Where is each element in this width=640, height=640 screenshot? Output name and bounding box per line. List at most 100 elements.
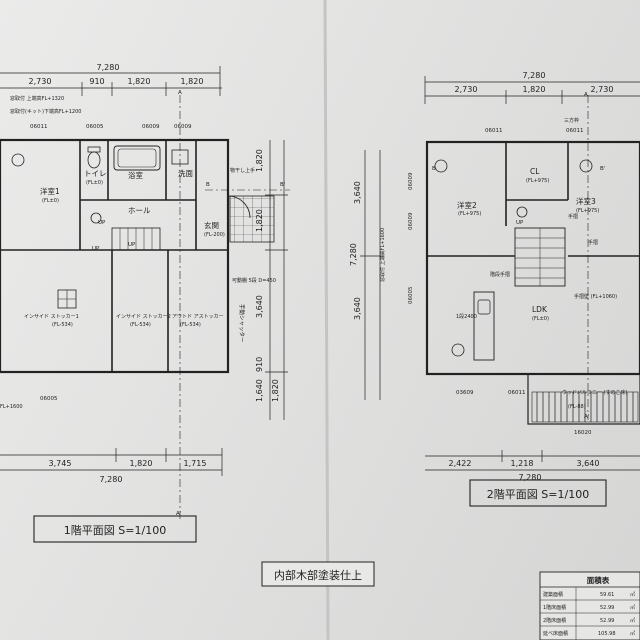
f2-room-youshitsu2: 洋室2 [457,200,477,210]
f1-fl-storage3: (FL-534) [180,322,201,328]
f1-right-dim: 910 [255,357,264,372]
f1-note: 物干し上手 [230,167,255,174]
f1-window-code: 06011 [30,124,48,130]
f2-top-dim: 1,820 [523,85,546,94]
f1-right-dim: 3,640 [255,295,264,318]
f2-fl-closet: (FL+975) [526,178,549,184]
f1-up: UP [128,242,136,248]
f2-title-box [469,479,607,507]
f2-room-youshitsu3: 洋室3 [576,196,596,206]
f2-room-closet: CL [530,167,540,176]
area-row-unit: ㎡ [630,591,635,598]
f2-window-code: 06005 [408,286,414,304]
f1-up: UP [92,246,100,252]
f2-note: 手摺壁 (FL+1060) [574,293,617,300]
area-row-unit: ㎡ [630,630,635,637]
f1-room-entrance: 玄関 [204,220,219,230]
page-fold [323,0,330,640]
area-row-unit: ㎡ [630,604,635,611]
f2-window-code: 06011 [566,128,584,134]
f1-window-code: 06005 [86,124,104,130]
area-table-title: 面積表 [587,575,610,585]
area-row-unit: ㎡ [630,617,635,624]
floor1-plan [0,66,290,520]
f2-window-code: 16020 [574,430,592,436]
f1-window-code: 06009 [142,124,160,130]
f1-room-storage3: アウトド アストッカー [172,313,224,320]
f2-left-dim: 3,640 [353,181,362,204]
f2-left-total: 7,280 [349,243,358,266]
f2-note: 1段2400 [456,313,477,320]
left-page [0,0,325,640]
f1-window-code: 06005 [40,396,58,402]
f1-room-toilet: トイレ [84,169,107,178]
f1-room-storage2: インサイド ストッカー2 [116,314,171,320]
f1-bottom-dim: 3,745 [49,459,72,468]
area-row-value: 52.99 [600,618,614,624]
f1-right-dim: 1,820 [255,209,264,232]
f1-room-bath: 浴室 [128,170,143,180]
f1-fl-toilet: (FL±0) [86,180,103,186]
right-page [325,0,640,640]
f1-top-dim: 910 [89,77,104,86]
f2-note: 手摺 [568,213,578,220]
f2-window-code: 03609 [456,390,474,396]
finish-title-box [261,561,375,587]
area-row-value: 105.98 [598,631,616,637]
f2-fl-balcony: (FL-88) [568,404,586,410]
f2-note: 三方枠 [564,117,579,124]
f1-fl-youshitsu1: (FL±0) [42,198,59,204]
f2-note: 手摺 [588,239,598,246]
f1-bottom-total: 7,280 [100,475,123,484]
f1-section-mark: B [206,182,210,188]
f2-window-code: 06009 [408,172,414,190]
f1-fl-entrance: (FL-200) [204,232,225,238]
f1-section-mark: A [178,90,182,96]
f2-window-code: 06011 [508,390,526,396]
f2-note: 窓取付 上端高FL+1600 [379,228,386,282]
floor2-text: 7,280 2,730 1,820 2,730 06011 06011 0600… [349,71,627,482]
f1-note: 窓取付 上端高FL+1320 [10,95,64,102]
f2-section-mark: B [432,166,436,172]
f2-window-code: 06009 [408,212,414,230]
f1-bottom-dim: 1,820 [130,459,153,468]
f1-room-youshitsu1: 洋室1 [40,186,60,196]
f2-up: UP [516,220,524,226]
f1-note: 窓取付(キット)下端高FL+1200 [10,108,81,115]
f1-total-width: 7,280 [97,63,120,72]
f1-room-storage1: インサイド ストッカー1 [24,314,79,320]
f1-room-sanitary: 洗面 [178,168,193,178]
f2-section-mark: A' [584,414,589,420]
floor1-text: 7,280 2,730 910 1,820 1,820 窓取付 上端高FL+13… [0,63,285,517]
area-row-label: 2階床面積 [543,617,566,624]
area-row-value: 52.99 [600,605,614,611]
f1-window-code: 06009 [174,124,192,130]
f1-section-mark: A' [176,511,181,517]
f2-room-balcony: ウッドバルコニー (すのこ床) [562,389,627,396]
finish-title: 内部木部塗装仕上 [274,568,362,582]
f2-bottom-dim: 2,422 [449,459,472,468]
area-row-label: 延べ床面積 [543,630,568,637]
f2-left-dim: 3,640 [353,297,362,320]
f1-note: FL+1600 [0,404,23,410]
f2-room-ldk: LDK [532,305,548,314]
f2-fl-youshitsu2: (FL+975) [458,211,481,217]
f2-fl-youshitsu3: (FL+975) [576,208,599,214]
f1-fl-storage1: (FL-534) [52,322,73,328]
f1-title-box [33,515,197,543]
f1-right-dim: 1,820 [271,379,280,402]
area-row-label: 1階床面積 [543,604,566,611]
f2-bottom-total: 7,280 [519,473,542,482]
f1-room-hall: ホール [128,206,151,215]
f1-fl-storage2: (FL-534) [130,322,151,328]
f1-bottom-dim: 1,715 [184,459,207,468]
f1-top-dim: 2,730 [29,77,52,86]
f1-up: UP [98,220,106,226]
f2-section-mark: B' [600,166,605,172]
f1-title: 1階平面図 S=1/100 [64,523,166,537]
f2-total-width: 7,280 [523,71,546,80]
floor2-plan [360,76,640,471]
f2-top-dim: 2,730 [591,85,614,94]
